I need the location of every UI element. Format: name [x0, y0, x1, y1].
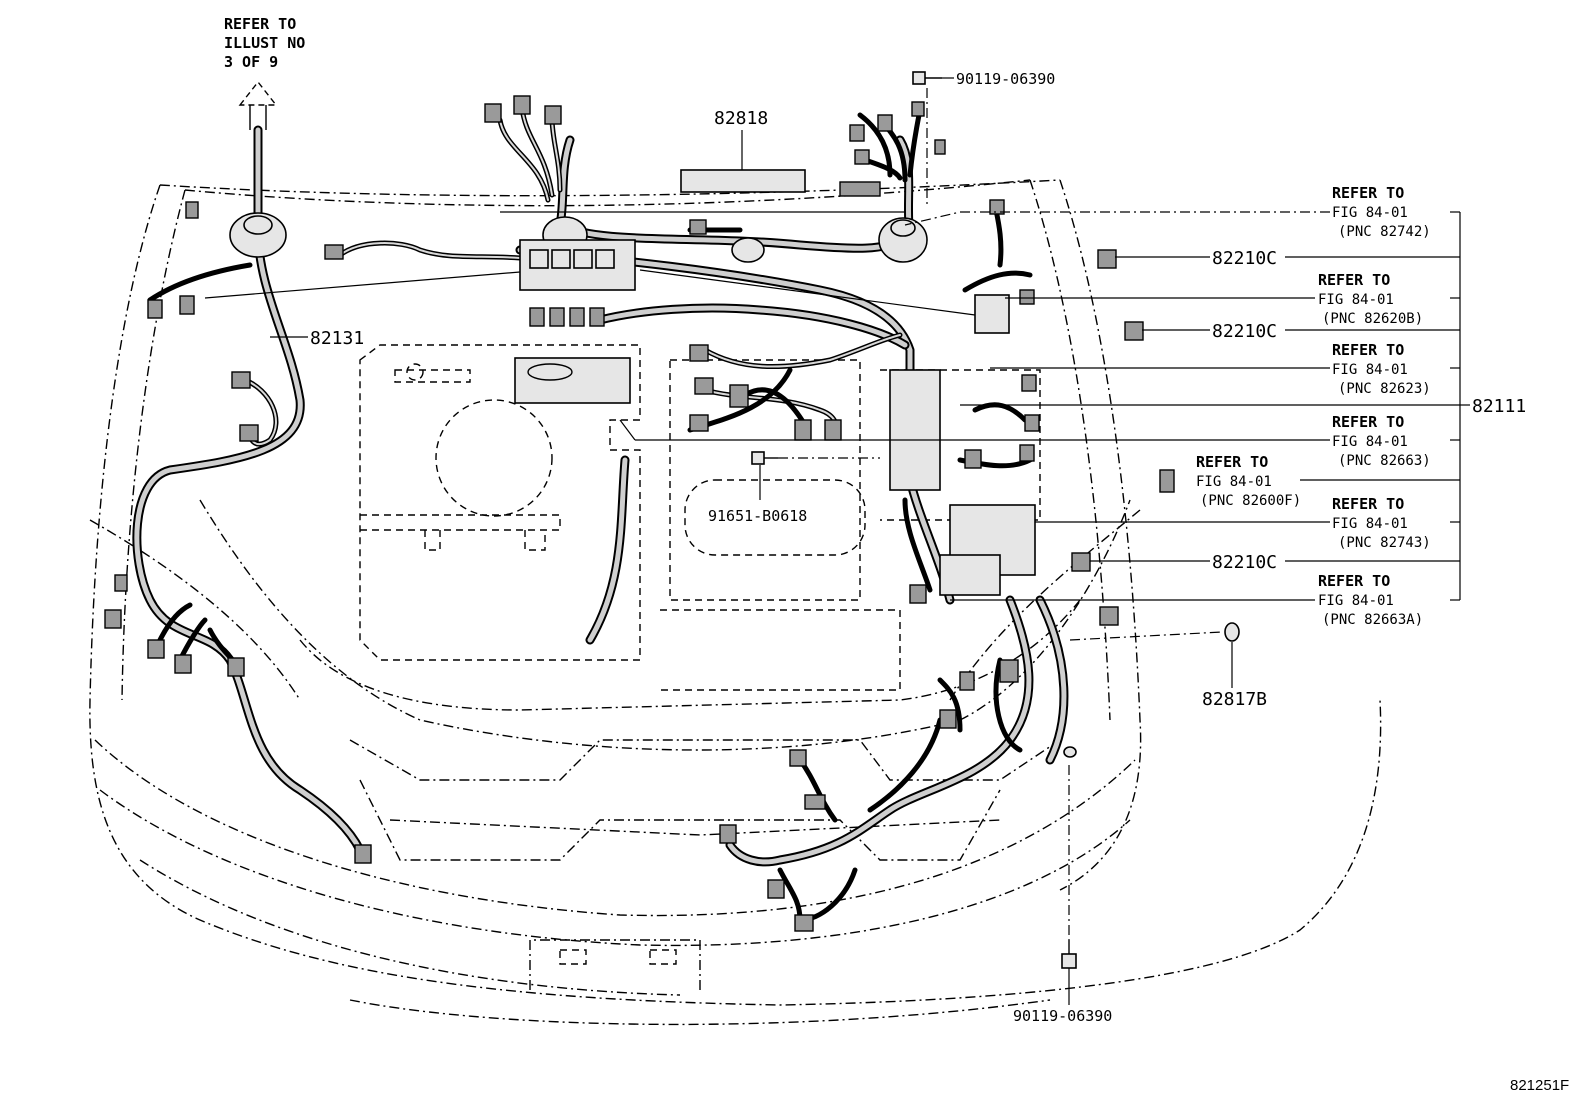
relay-boxes: [514, 239, 1036, 596]
svg-text:(PNC 82742): (PNC 82742): [1338, 224, 1431, 240]
part-label-82210c-3: 82210C: [1212, 552, 1277, 573]
leader-lines: [204, 77, 1470, 1005]
bolt-91651-icon: [751, 451, 765, 465]
ref-pnc-82620b: REFER TO FIG 84-01 (PNC 82620B): [1318, 271, 1423, 327]
svg-text:(PNC 82600F): (PNC 82600F): [1200, 493, 1301, 509]
svg-text:REFER TO: REFER TO: [1332, 413, 1404, 431]
svg-text:(PNC 82743): (PNC 82743): [1338, 535, 1431, 551]
engine-outline: [359, 344, 1041, 691]
ref-pnc-82663a: REFER TO FIG 84-01 (PNC 82663A): [1318, 572, 1423, 628]
top-reference-label: REFER TO ILLUST NO 3 OF 9: [224, 15, 305, 71]
svg-text:REFER TO: REFER TO: [1318, 572, 1390, 590]
part-label-82818: 82818: [714, 108, 768, 129]
top-reference-arrow: [238, 80, 278, 130]
svg-text:FIG 84-01: FIG 84-01: [1332, 434, 1408, 450]
svg-text:FIG 84-01: FIG 84-01: [1332, 205, 1408, 221]
main-wire-harness: [132, 125, 1069, 867]
top-ref-line1: REFER TO: [224, 15, 296, 33]
svg-text:REFER TO: REFER TO: [1318, 271, 1390, 289]
ref-pnc-82663: REFER TO FIG 84-01 (PNC 82663): [1332, 413, 1431, 469]
svg-text:REFER TO: REFER TO: [1332, 341, 1404, 359]
part-label-82111: 82111: [1472, 396, 1526, 417]
svg-text:(PNC 82623): (PNC 82623): [1338, 381, 1431, 397]
part-label-82131: 82131: [310, 328, 364, 349]
svg-text:FIG 84-01: FIG 84-01: [1318, 593, 1394, 609]
part-label-82210c-2: 82210C: [1212, 321, 1277, 342]
svg-text:(PNC 82663): (PNC 82663): [1338, 453, 1431, 469]
ref-pnc-82743: REFER TO FIG 84-01 (PNC 82743): [1332, 495, 1431, 551]
bolt-top-icon: [912, 71, 926, 85]
svg-text:REFER TO: REFER TO: [1332, 495, 1404, 513]
svg-text:FIG 84-01: FIG 84-01: [1332, 362, 1408, 378]
illustration-code: 821251F: [1510, 1077, 1569, 1094]
part-number-labels: 82818 82131 91651-B0618 90119-06390 9011…: [310, 70, 1526, 1025]
bolt-bottom-icon: [1061, 953, 1077, 969]
part-label-90119-top: 90119-06390: [956, 70, 1055, 88]
top-ref-line2: ILLUST NO: [224, 34, 305, 52]
ref-pnc-82600f: REFER TO FIG 84-01 (PNC 82600F): [1196, 453, 1301, 509]
svg-text:(PNC 82620B): (PNC 82620B): [1322, 311, 1423, 327]
part-label-82817b: 82817B: [1202, 689, 1267, 710]
ref-pnc-82623: REFER TO FIG 84-01 (PNC 82623): [1332, 341, 1431, 397]
svg-text:FIG 84-01: FIG 84-01: [1318, 292, 1394, 308]
part-label-82210c-1: 82210C: [1212, 248, 1277, 269]
part-label-90119-bottom: 90119-06390: [1013, 1007, 1112, 1025]
svg-text:(PNC 82663A): (PNC 82663A): [1322, 612, 1423, 628]
part-label-91651-b0618: 91651-B0618: [708, 507, 807, 525]
svg-text:REFER TO: REFER TO: [1332, 184, 1404, 202]
svg-text:REFER TO: REFER TO: [1196, 453, 1268, 471]
top-ref-line3: 3 OF 9: [224, 53, 278, 71]
part-82818-box: [680, 169, 806, 193]
clamp-82817b-icon: [1224, 622, 1240, 642]
svg-text:FIG 84-01: FIG 84-01: [1196, 474, 1272, 490]
fasteners: [680, 71, 1240, 969]
figure-references: REFER TO FIG 84-01 (PNC 82742) REFER TO …: [1196, 184, 1431, 628]
ref-pnc-82742: REFER TO FIG 84-01 (PNC 82742): [1332, 184, 1431, 240]
connectors: [104, 95, 1175, 932]
svg-text:FIG 84-01: FIG 84-01: [1332, 516, 1408, 532]
